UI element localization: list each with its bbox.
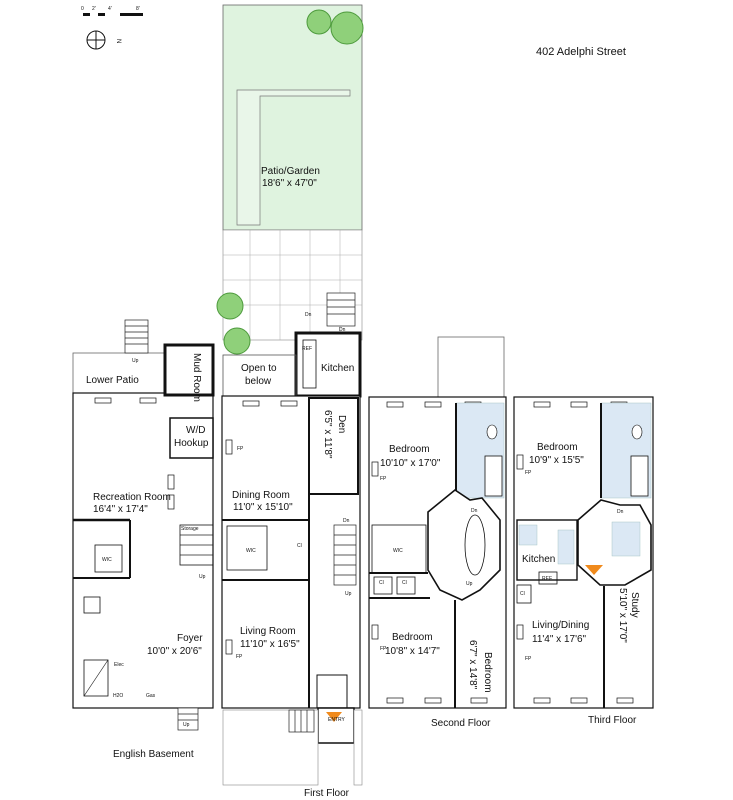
toilet-icon bbox=[486, 424, 498, 440]
living-dining-label: Living/Dining bbox=[532, 620, 589, 631]
scale-tick-8: 8' bbox=[136, 6, 140, 12]
foyer-label: Foyer bbox=[177, 633, 203, 644]
third-ref-mark: REF bbox=[542, 576, 552, 582]
bedroom-3-fp-mark: FP bbox=[525, 470, 532, 476]
second-up-mark: Up bbox=[466, 581, 473, 587]
english-basement-plan: Up Lower Patio Mud Room W/D Hookup WIC R… bbox=[72, 319, 215, 760]
recreation-room-dims: 16'4" x 17'4" bbox=[93, 504, 148, 515]
bedroom-2b-label: Bedroom bbox=[392, 632, 433, 643]
bedroom-2a-fp-mark: FP bbox=[380, 476, 387, 482]
english-basement-title: English Basement bbox=[113, 749, 194, 760]
kitchen-third-label: Kitchen bbox=[522, 554, 555, 565]
third-arrow-icon bbox=[585, 565, 603, 575]
toilet-icon bbox=[631, 424, 643, 440]
first-floor-title: First Floor bbox=[304, 788, 350, 799]
dining-room-dims: 11'0" x 15'10" bbox=[233, 502, 293, 513]
second-wic-label: WIC bbox=[393, 548, 403, 554]
scale-bar: 0 2' 4' 8' bbox=[81, 6, 143, 16]
bedroom-2c-dims: 6'7" x 14'8" bbox=[467, 640, 478, 690]
spiral-stair-icon bbox=[464, 514, 486, 576]
living-dining-fp-mark: FP bbox=[525, 656, 532, 662]
first-floor-plan: REF Kitchen Dn Dn Open to below Den 6'5"… bbox=[221, 292, 363, 799]
bedroom-2a-label: Bedroom bbox=[389, 444, 430, 455]
h2o-label: H2O bbox=[113, 693, 123, 699]
wd-hookup-label-1: W/D bbox=[186, 425, 205, 436]
storage-label: Storage bbox=[181, 526, 199, 532]
elec-label: Elec bbox=[114, 662, 124, 668]
wd-hookup-label-2: Hookup bbox=[174, 438, 209, 449]
third-floor-plan: Bedroom 10'9" x 15'5" FP Dn Kitchen REF … bbox=[513, 396, 654, 726]
second-floor-title: Second Floor bbox=[431, 718, 491, 729]
entry-label: ENTRY bbox=[328, 717, 346, 723]
living-room-dims: 11'10" x 16'5" bbox=[240, 639, 300, 650]
study-label: Study bbox=[629, 592, 640, 618]
first-rear-dn-mark: Dn bbox=[305, 312, 312, 318]
tree-icon bbox=[216, 292, 244, 320]
scale-tick-0: 0 bbox=[81, 6, 84, 12]
patio-garden-label: Patio/Garden bbox=[261, 166, 320, 177]
tree-icon bbox=[330, 11, 364, 45]
first-wic-label: WIC bbox=[246, 548, 256, 554]
recreation-room-label: Recreation Room bbox=[93, 492, 171, 503]
den-dims: 6'5" x 11'8" bbox=[322, 410, 333, 459]
basement-entry-up-mark: Up bbox=[183, 722, 190, 728]
open-to-below-label-1: Open to bbox=[241, 363, 277, 374]
bedroom-2a-dims: 10'10" x 17'0" bbox=[380, 458, 441, 469]
tree-icon bbox=[223, 327, 251, 355]
dining-room-label: Dining Room bbox=[232, 490, 290, 501]
compass-icon: N bbox=[86, 30, 121, 50]
bedroom-3-label: Bedroom bbox=[537, 442, 578, 453]
bedroom-2c-label: Bedroom bbox=[482, 652, 493, 693]
second-cl-mark-2: Cl bbox=[402, 580, 407, 586]
second-cl-mark-1: Cl bbox=[379, 580, 384, 586]
second-dn-mark: Dn bbox=[471, 508, 478, 514]
ref-mark-first: REF bbox=[302, 346, 312, 352]
living-room-label: Living Room bbox=[240, 626, 296, 637]
bedroom-2b-dims: 10'8" x 14'7" bbox=[385, 646, 440, 657]
bedroom-2b-fp-mark: FP bbox=[380, 646, 387, 652]
third-dn-mark: Dn bbox=[617, 509, 624, 515]
scale-tick-4: 4' bbox=[108, 6, 112, 12]
first-cl-mark: Cl bbox=[297, 543, 302, 549]
lower-patio-label: Lower Patio bbox=[86, 375, 139, 386]
foyer-dims: 10'0" x 20'6" bbox=[147, 646, 202, 657]
open-to-below-label-2: below bbox=[245, 376, 272, 387]
gas-label: Gas bbox=[146, 693, 156, 699]
living-dining-dims: 11'4" x 17'6" bbox=[532, 634, 587, 645]
third-cl-mark: Cl bbox=[520, 591, 525, 597]
bedroom-3-dims: 10'9" x 15'5" bbox=[529, 455, 584, 466]
compass-north-label: N bbox=[115, 39, 121, 43]
basement-up-mark: Up bbox=[132, 358, 139, 364]
second-floor-plan: Bedroom 10'10" x 17'0" FP Dn Up WIC Cl C… bbox=[368, 336, 507, 729]
living-fp-mark: FP bbox=[236, 654, 243, 660]
entry-arrow-icon bbox=[326, 712, 342, 722]
first-stair-up-mark: Up bbox=[345, 591, 352, 597]
den-label: Den bbox=[336, 415, 347, 433]
kitchen-first-label: Kitchen bbox=[321, 363, 354, 374]
third-floor-title: Third Floor bbox=[588, 715, 637, 726]
basement-wic-label: WIC bbox=[102, 557, 112, 563]
dining-fp-mark: FP bbox=[237, 446, 244, 452]
basement-stair-up-mark: Up bbox=[199, 574, 206, 580]
mud-room-label: Mud Room bbox=[191, 353, 202, 402]
tree-icon bbox=[306, 9, 332, 35]
address-title: 402 Adelphi Street bbox=[536, 46, 626, 58]
study-dims: 5'10" x 17'0" bbox=[617, 588, 628, 643]
patio-garden-dims: 18'6" x 47'0" bbox=[262, 178, 317, 189]
first-stair-dn-mark: Dn bbox=[343, 518, 350, 524]
scale-tick-2: 2' bbox=[92, 6, 96, 12]
first-dn-mark: Dn bbox=[339, 327, 346, 333]
